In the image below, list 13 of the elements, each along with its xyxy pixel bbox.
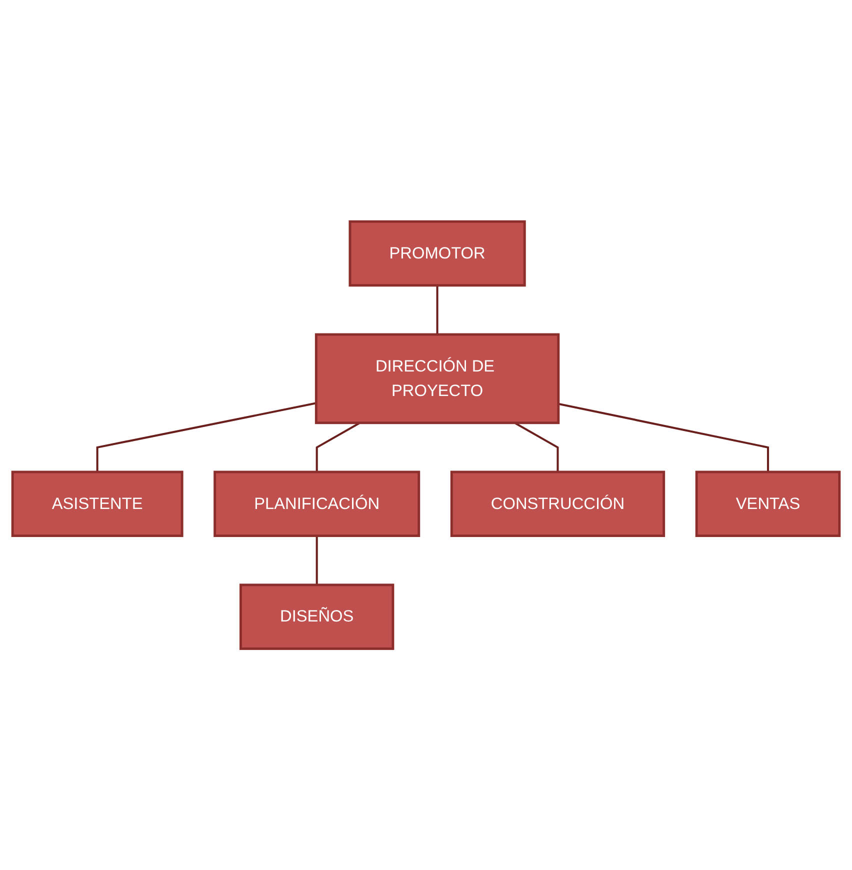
connector [436,285,438,334]
node-box: CONSTRUCCIÓN [450,470,666,537]
node-box: DISEÑOS [240,584,394,650]
connector [316,422,360,472]
node-box: PLANIFICACIÓN [214,470,420,537]
node-box: DIRECCIÓN DE PROYECTO [314,333,560,424]
connector [316,536,318,585]
connector [558,402,770,472]
connector [514,422,559,472]
node-box: PROMOTOR [348,220,526,286]
node-box: VENTAS [695,470,841,537]
node-box: ASISTENTE [11,470,184,537]
connector [96,402,316,472]
